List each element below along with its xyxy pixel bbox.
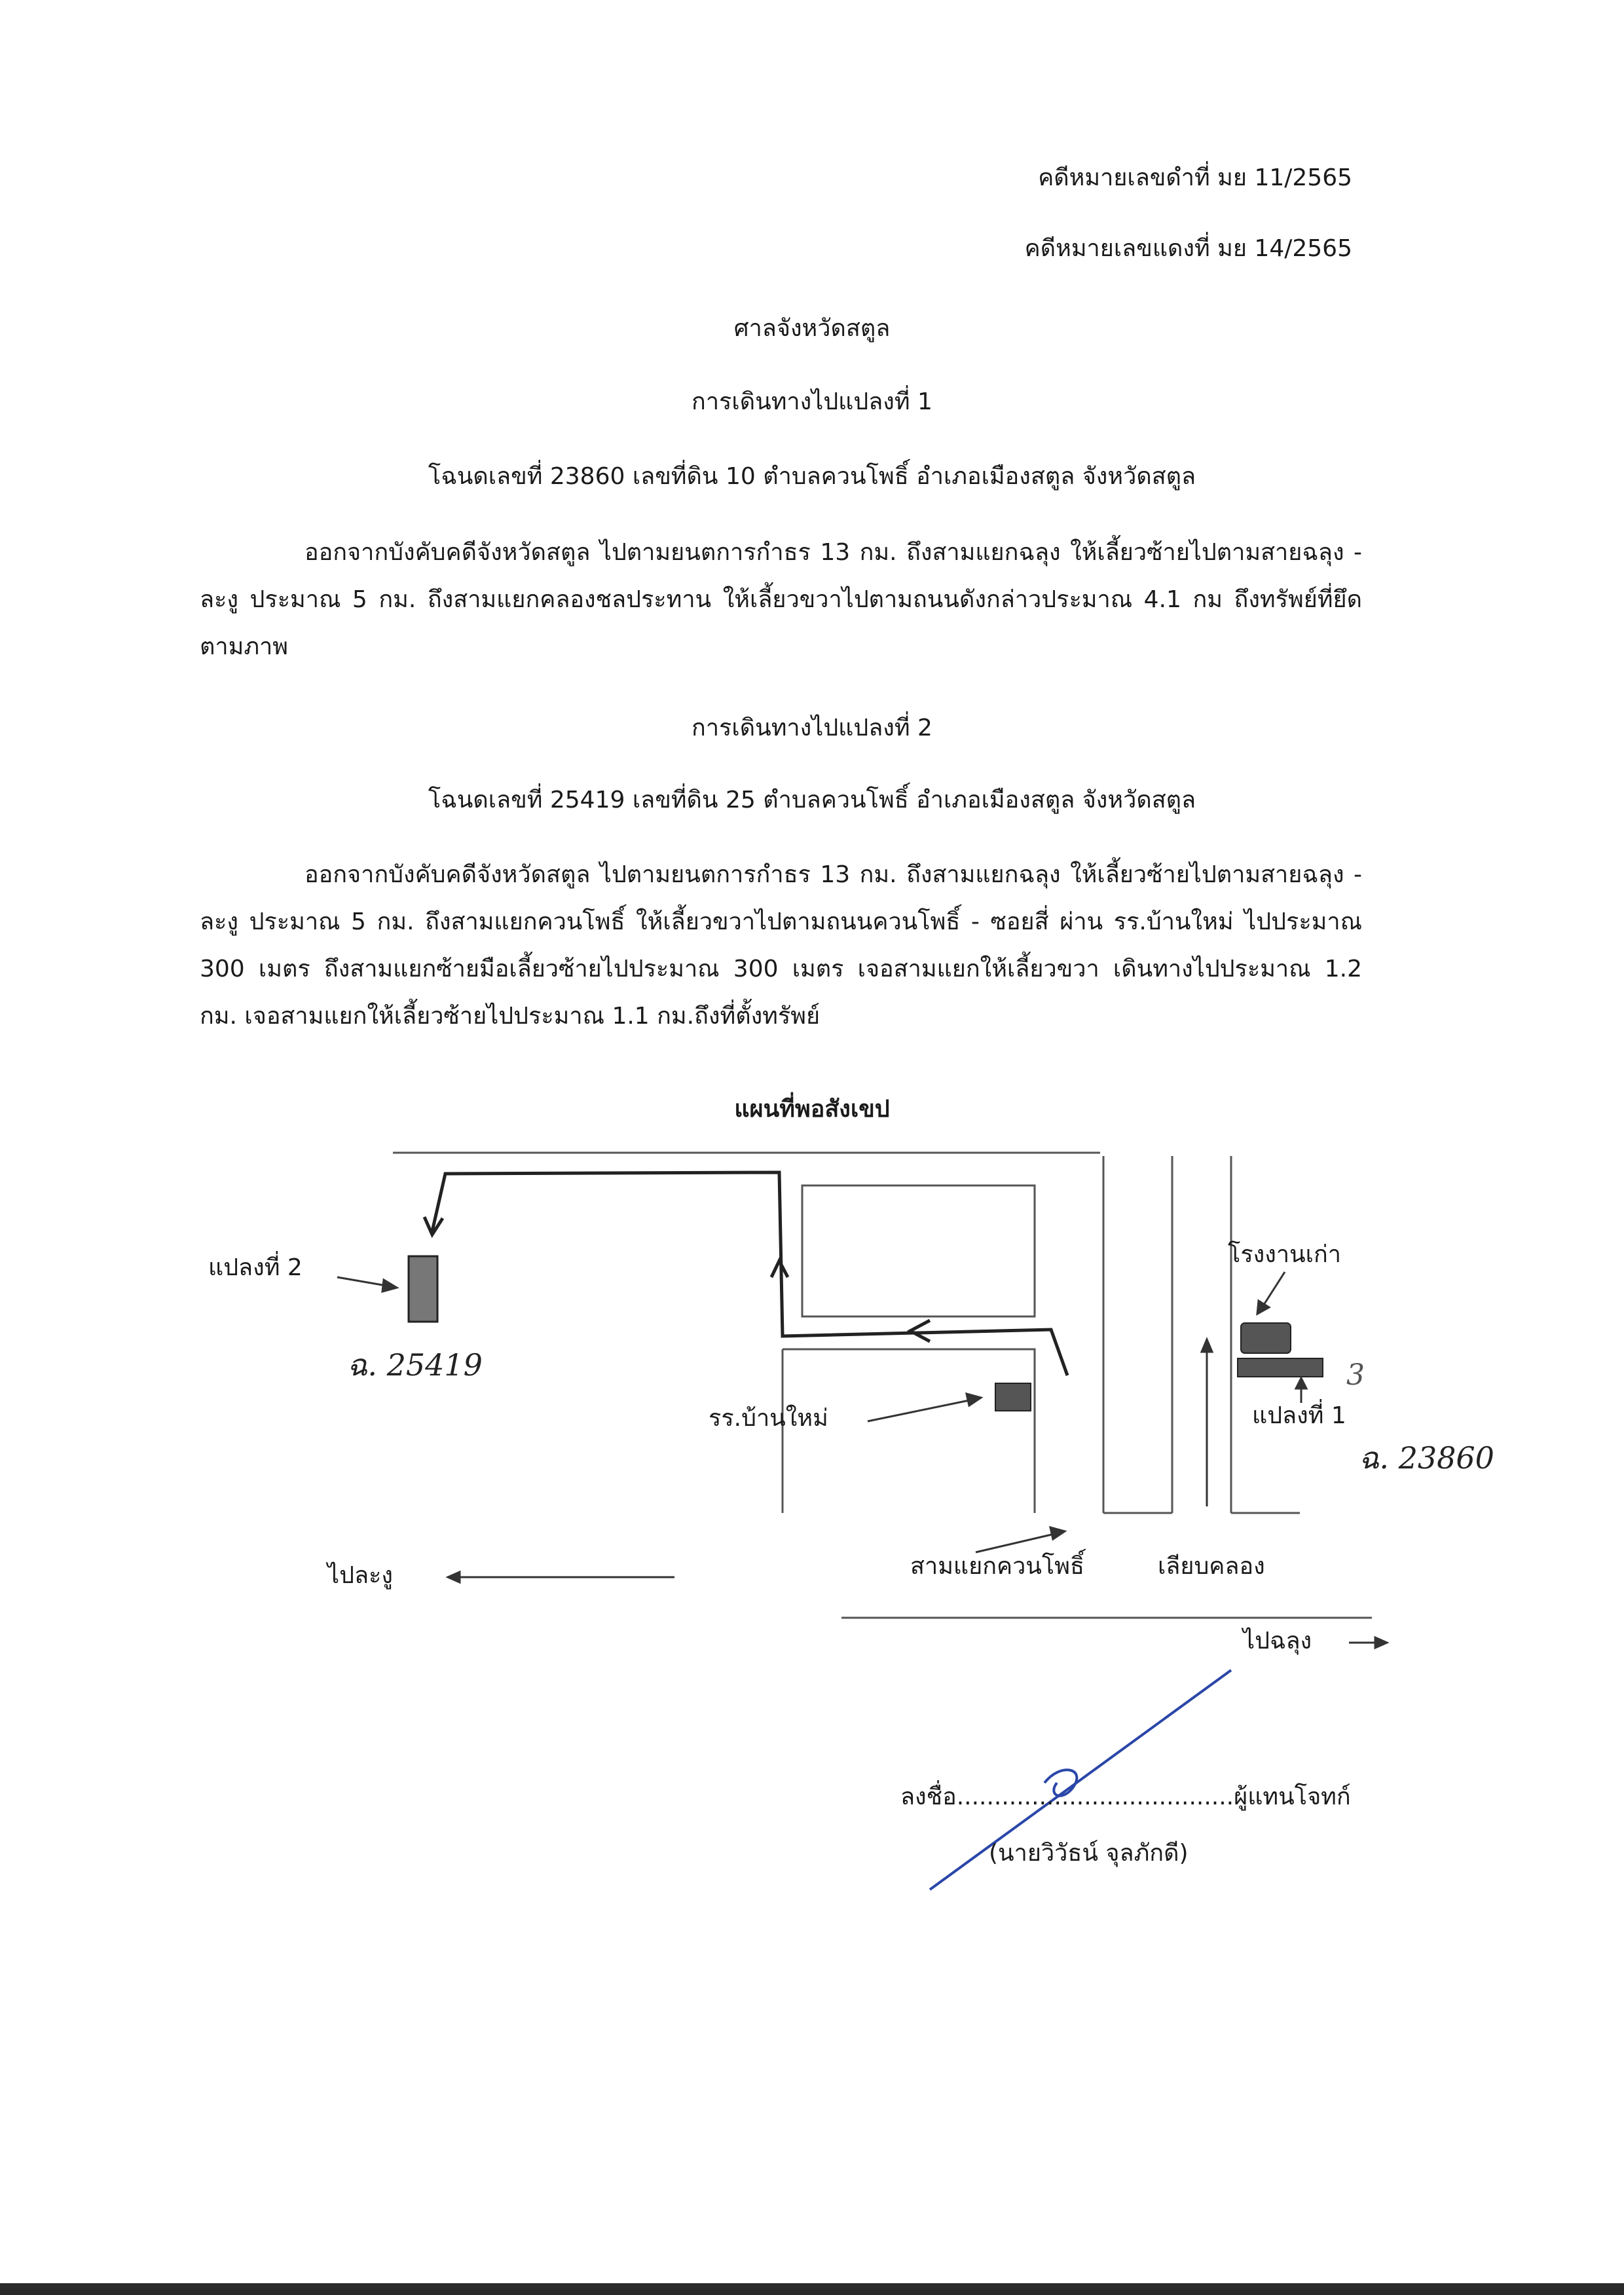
plot1-deed: โฉนดเลขที่ 23860 เลขที่ดิน 10 ตำบลควนโพธ…	[428, 463, 1196, 490]
school-label: รร.บ้านใหม่	[709, 1405, 828, 1432]
old-factory-label: โรงงานเก่า	[1228, 1241, 1341, 1268]
plot1-heading: การเดินทางไปแปลงที่ 1	[692, 388, 932, 415]
plot1-label: แปลงที่ 1	[1252, 1402, 1346, 1429]
to-chalung-label: ไปฉลุง	[1243, 1628, 1312, 1654]
old-factory-pointer-arrow	[1263, 1271, 1286, 1305]
map-title: แผนที่พอสังเขป	[734, 1096, 890, 1123]
block-top	[801, 1184, 1036, 1318]
plot2-marker	[407, 1255, 439, 1323]
route-path	[422, 1170, 1069, 1376]
signature-line: ลงชื่อ..................................…	[900, 1783, 1351, 1810]
plot2-pointer-arrow	[337, 1276, 387, 1287]
plot2-label: แปลงที่ 2	[208, 1254, 303, 1281]
old-factory-marker	[1240, 1322, 1291, 1354]
signature-scribble	[929, 1669, 1232, 1891]
plot1-directions: ออกจากบังคับคดีจังหวัดสตูล ไปตามยนตการกำ…	[200, 529, 1362, 671]
plot1-directions-text: ออกจากบังคับคดีจังหวัดสตูล ไปตามยนตการกำ…	[200, 539, 1362, 660]
block-school	[783, 1348, 1036, 1513]
plot2-heading: การเดินทางไปแปลงที่ 2	[692, 715, 932, 741]
plot1-correction-handwritten: 3	[1346, 1358, 1365, 1392]
plot2-directions-text: ออกจากบังคับคดีจังหวัดสตูล ไปตามยนตการกำ…	[200, 861, 1362, 1030]
school-marker	[995, 1383, 1031, 1411]
plot1-marker	[1237, 1358, 1323, 1377]
plot1-deed-handwritten: ฉ. 23860	[1359, 1440, 1494, 1476]
signer-name: (นายวิวัธน์ จุลภักดี)	[989, 1840, 1189, 1867]
plot2-deed: โฉนดเลขที่ 25419 เลขที่ดิน 25 ตำบลควนโพธ…	[428, 787, 1196, 813]
junction-pointer-arrow	[975, 1533, 1055, 1554]
junction-label: สามแยกควนโพธิ์	[910, 1553, 1084, 1580]
black-case-number: คดีหมายเลขดำที่ มย 11/2565	[1038, 164, 1352, 191]
canal-label: เลียบคลอง	[1158, 1553, 1265, 1580]
school-pointer-arrow	[867, 1399, 970, 1423]
court-name: ศาลจังหวัดสตูล	[733, 315, 891, 342]
red-case-number: คดีหมายเลขแดงที่ มย 14/2565	[1024, 235, 1352, 262]
scan-edge	[0, 2283, 1624, 2295]
plot2-directions: ออกจากบังคับคดีจังหวัดสตูล ไปตามยนตการกำ…	[200, 851, 1362, 1040]
plot2-deed-handwritten: ฉ. 25419	[347, 1347, 483, 1383]
to-langu-label: ไปละงู	[327, 1562, 393, 1589]
